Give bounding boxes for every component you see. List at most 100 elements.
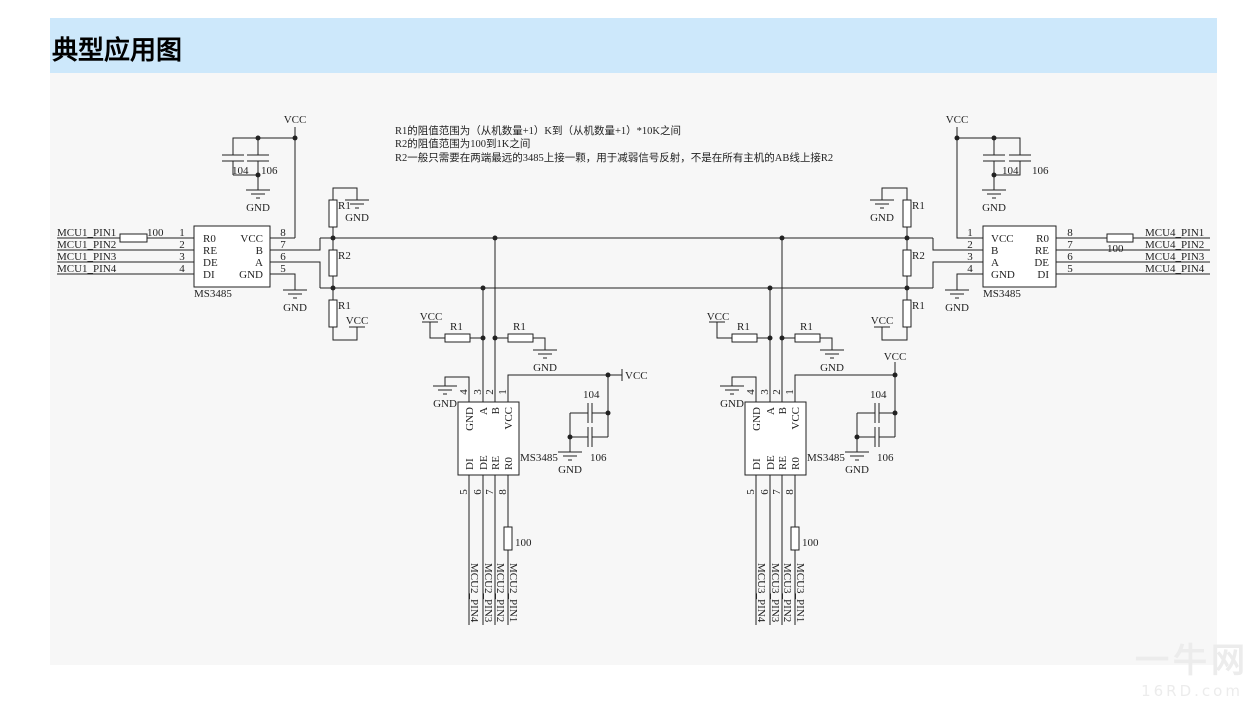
junction-dot xyxy=(904,235,910,241)
pin-number: 4 xyxy=(745,389,757,395)
wire xyxy=(956,273,983,290)
resistor-label: R1 xyxy=(737,321,750,333)
pin-number: 5 xyxy=(458,489,470,495)
pin-number: 1 xyxy=(784,389,796,395)
chip-ms3485-slave xyxy=(744,401,807,476)
signal-label: MCU1_PIN4 xyxy=(57,263,117,275)
signal-label: MCU1_PIN1 xyxy=(57,227,116,239)
vcc-label: VCC xyxy=(946,114,969,126)
watermark: 一牛网 16RD.com xyxy=(1135,633,1249,700)
signal-label: MCU4_PIN1 xyxy=(1145,227,1204,239)
note-r2-placement: R2一般只需要在两端最远的3485上接一颗，用于减弱信号反射，不是在所有主机的A… xyxy=(395,151,833,164)
junction-dot xyxy=(292,135,298,141)
resistor-value: 100 xyxy=(515,537,532,549)
pin-name: RE xyxy=(777,456,789,470)
pin-number: 8 xyxy=(280,227,286,239)
pin-name: DI xyxy=(1037,269,1049,281)
wire xyxy=(270,238,321,251)
capacitor-value: 104 xyxy=(870,389,887,401)
vcc-label: VCC xyxy=(625,370,648,382)
chip-name: MS3485 xyxy=(807,452,845,464)
junction-dot xyxy=(330,235,336,241)
resistor-100 xyxy=(119,233,148,243)
capacitor-value: 106 xyxy=(590,452,607,464)
wire xyxy=(820,337,833,350)
pin-name: DE xyxy=(765,455,777,470)
pin-name: B xyxy=(256,245,263,257)
note-r2-range: R2的阻值范围为100到1K之间 xyxy=(395,137,530,150)
wire xyxy=(270,261,321,288)
resistor-r1 xyxy=(794,333,821,343)
signal-label: MCU1_PIN2 xyxy=(57,239,116,251)
gnd-label: GND xyxy=(845,464,869,476)
resistor-100 xyxy=(503,526,513,551)
capacitor-value: 104 xyxy=(1002,165,1019,177)
resistor-label: R1 xyxy=(912,200,925,212)
vcc-label: VCC xyxy=(707,311,730,323)
pin-number: 1 xyxy=(497,389,509,395)
vcc-label: VCC xyxy=(346,315,369,327)
application-schematic: R1的阻值范围为（从机数量+1）K到（从机数量+1）*10K之间 R2的阻值范围… xyxy=(50,73,1217,665)
resistor-100 xyxy=(790,526,800,551)
signal-label: MCU3_PIN2 xyxy=(781,563,793,622)
pin-name: R0 xyxy=(503,457,515,470)
pin-number: 6 xyxy=(1067,251,1073,263)
resistor-r1 xyxy=(902,299,912,328)
pin-name: RE xyxy=(203,245,217,257)
wire xyxy=(444,376,470,402)
gnd-label: GND xyxy=(820,362,844,374)
wire xyxy=(881,187,908,200)
resistor-label: R1 xyxy=(800,321,813,333)
capacitor-value: 106 xyxy=(1032,165,1049,177)
wire xyxy=(533,337,546,350)
resistor-label: R1 xyxy=(338,300,351,312)
resistor-r1 xyxy=(328,299,338,328)
resistor-r1 xyxy=(507,333,534,343)
resistor-value: 100 xyxy=(147,227,164,239)
note-r1-range: R1的阻值范围为（从机数量+1）K到（从机数量+1）*10K之间 xyxy=(395,124,681,137)
resistor-r1 xyxy=(328,199,338,228)
pin-number: 2 xyxy=(179,239,185,251)
vcc-label: VCC xyxy=(284,114,307,126)
pin-number: 6 xyxy=(472,489,484,495)
chip-ms3485-master-left xyxy=(193,225,271,288)
wire xyxy=(232,137,295,155)
gnd-label: GND xyxy=(345,212,369,224)
vcc-label: VCC xyxy=(871,315,894,327)
wire xyxy=(731,376,757,402)
watermark-url: 16RD.com xyxy=(1141,682,1243,700)
wire xyxy=(270,273,296,290)
wire xyxy=(957,137,1021,155)
capacitor-value: 104 xyxy=(583,389,600,401)
resistor-r1 xyxy=(902,199,912,228)
pin-name: B xyxy=(991,245,998,257)
gnd-label: GND xyxy=(283,302,307,314)
pin-name: GND xyxy=(239,269,263,281)
chip-ms3485-slave xyxy=(457,401,520,476)
signal-label: MCU2_PIN2 xyxy=(494,563,506,622)
pin-number: 2 xyxy=(484,389,496,395)
capacitor-value: 104 xyxy=(232,165,249,177)
pin-name: A xyxy=(478,407,490,415)
wire xyxy=(956,127,983,239)
wire xyxy=(932,261,983,288)
pin-name: DE xyxy=(1034,257,1049,269)
pin-name: VCC xyxy=(240,233,263,245)
signal-label: MCU4_PIN3 xyxy=(1145,251,1205,263)
vcc-label: VCC xyxy=(884,351,907,363)
pin-name: VCC xyxy=(790,407,802,430)
wire xyxy=(716,322,732,339)
resistor-value: 100 xyxy=(802,537,819,549)
resistor-r1 xyxy=(444,333,471,343)
pin-name: DI xyxy=(203,269,215,281)
pin-number: 1 xyxy=(967,227,973,239)
gnd-label: GND xyxy=(533,362,557,374)
signal-label: MCU4_PIN2 xyxy=(1145,239,1204,251)
section-header: 典型应用图 xyxy=(50,18,1217,73)
capacitor-value: 106 xyxy=(877,452,894,464)
pin-name: VCC xyxy=(991,233,1014,245)
resistor-r2 xyxy=(902,249,912,277)
wire xyxy=(794,374,895,402)
gnd-label: GND xyxy=(558,464,582,476)
junction-dot xyxy=(991,172,997,178)
